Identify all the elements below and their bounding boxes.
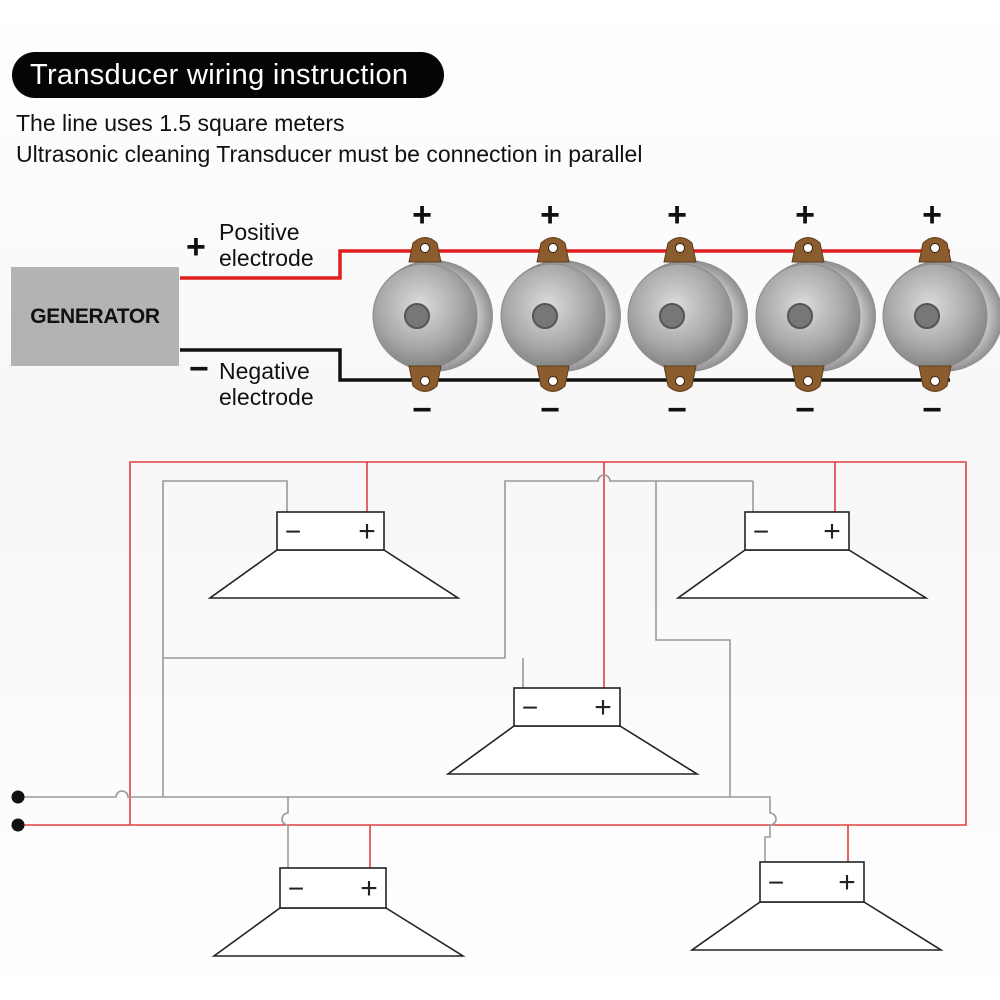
terminal-minus: − [285, 516, 301, 547]
solder-hole-positive [420, 243, 430, 253]
negative-electrode-label: Negative electrode [219, 358, 314, 410]
schematic-transducer-1: −+ [207, 511, 461, 599]
solder-hole-negative [930, 376, 940, 386]
solder-hole-positive [675, 243, 685, 253]
input-terminal-positive [11, 818, 25, 832]
transducer-minus-label: − [667, 391, 687, 429]
transducer-cone [211, 907, 466, 957]
negative-wire [180, 348, 950, 382]
positive-wire [180, 249, 950, 280]
terminal-box [513, 687, 621, 727]
terminal-minus: − [753, 516, 769, 547]
terminal-plus: + [358, 515, 376, 548]
subtitle-parallel-note: Ultrasonic cleaning Transducer must be c… [16, 141, 643, 167]
schematic-positive-wires [20, 461, 967, 868]
solder-hole-positive [548, 243, 558, 253]
terminal-minus: − [522, 692, 538, 723]
transducer-row: +−+−+−+−+− [372, 196, 1000, 429]
transducer-3: +− [627, 196, 748, 429]
transducer-minus-label: − [922, 391, 942, 429]
generator-box: GENERATOR [11, 267, 179, 366]
schematic-transducer-2: −+ [675, 511, 929, 599]
terminal-plus: + [594, 691, 612, 724]
transducer-5: +− [882, 196, 1000, 429]
terminal-box [744, 511, 850, 551]
terminal-plus: + [823, 515, 841, 548]
terminal-plus: + [838, 866, 856, 899]
transducer-minus-label: − [412, 391, 432, 429]
terminal-box [276, 511, 385, 551]
subtitle-line-size: The line uses 1.5 square meters [16, 110, 345, 136]
page-title: Transducer wiring instruction [30, 59, 409, 91]
transducer-4: +− [755, 196, 876, 429]
terminal-box [759, 861, 865, 903]
schematic-transducer-4: −+ [211, 867, 466, 957]
terminal-minus: − [288, 873, 304, 904]
transducer-plus-label: + [922, 196, 942, 234]
transducer-plus-label: + [795, 196, 815, 234]
transducer-plus-label: + [667, 196, 687, 234]
transducer-cone [689, 901, 944, 951]
title-banner: Transducer wiring instruction [12, 52, 444, 98]
positive-sign: + [186, 228, 206, 266]
transducer-cone [445, 725, 700, 775]
transducer-plus-label: + [412, 196, 432, 234]
transducer-cone [675, 549, 929, 599]
transducer-plus-label: + [540, 196, 560, 234]
negative-sign: − [189, 350, 209, 388]
positive-electrode-label: Positive electrode [219, 219, 314, 271]
transducer-1: +− [372, 196, 493, 429]
solder-hole-negative [675, 376, 685, 386]
schematic-negative-wires [20, 474, 777, 868]
terminal-plus: + [360, 872, 378, 905]
solder-hole-negative [803, 376, 813, 386]
transducer-cone [207, 549, 461, 599]
schematic [20, 461, 967, 868]
generator-label: GENERATOR [30, 304, 160, 328]
solder-hole-positive [930, 243, 940, 253]
transducer-minus-label: − [795, 391, 815, 429]
schematic-transducers: −+−+−+−+−+ [207, 511, 944, 957]
solder-hole-negative [420, 376, 430, 386]
transducer-2: +− [500, 196, 621, 429]
solder-hole-negative [548, 376, 558, 386]
transducer-minus-label: − [540, 391, 560, 429]
solder-hole-positive [803, 243, 813, 253]
terminal-minus: − [768, 867, 784, 898]
schematic-transducer-5: −+ [689, 861, 944, 951]
terminal-box [279, 867, 387, 909]
schematic-transducer-3: −+ [445, 687, 700, 775]
input-terminal-negative [11, 790, 25, 804]
